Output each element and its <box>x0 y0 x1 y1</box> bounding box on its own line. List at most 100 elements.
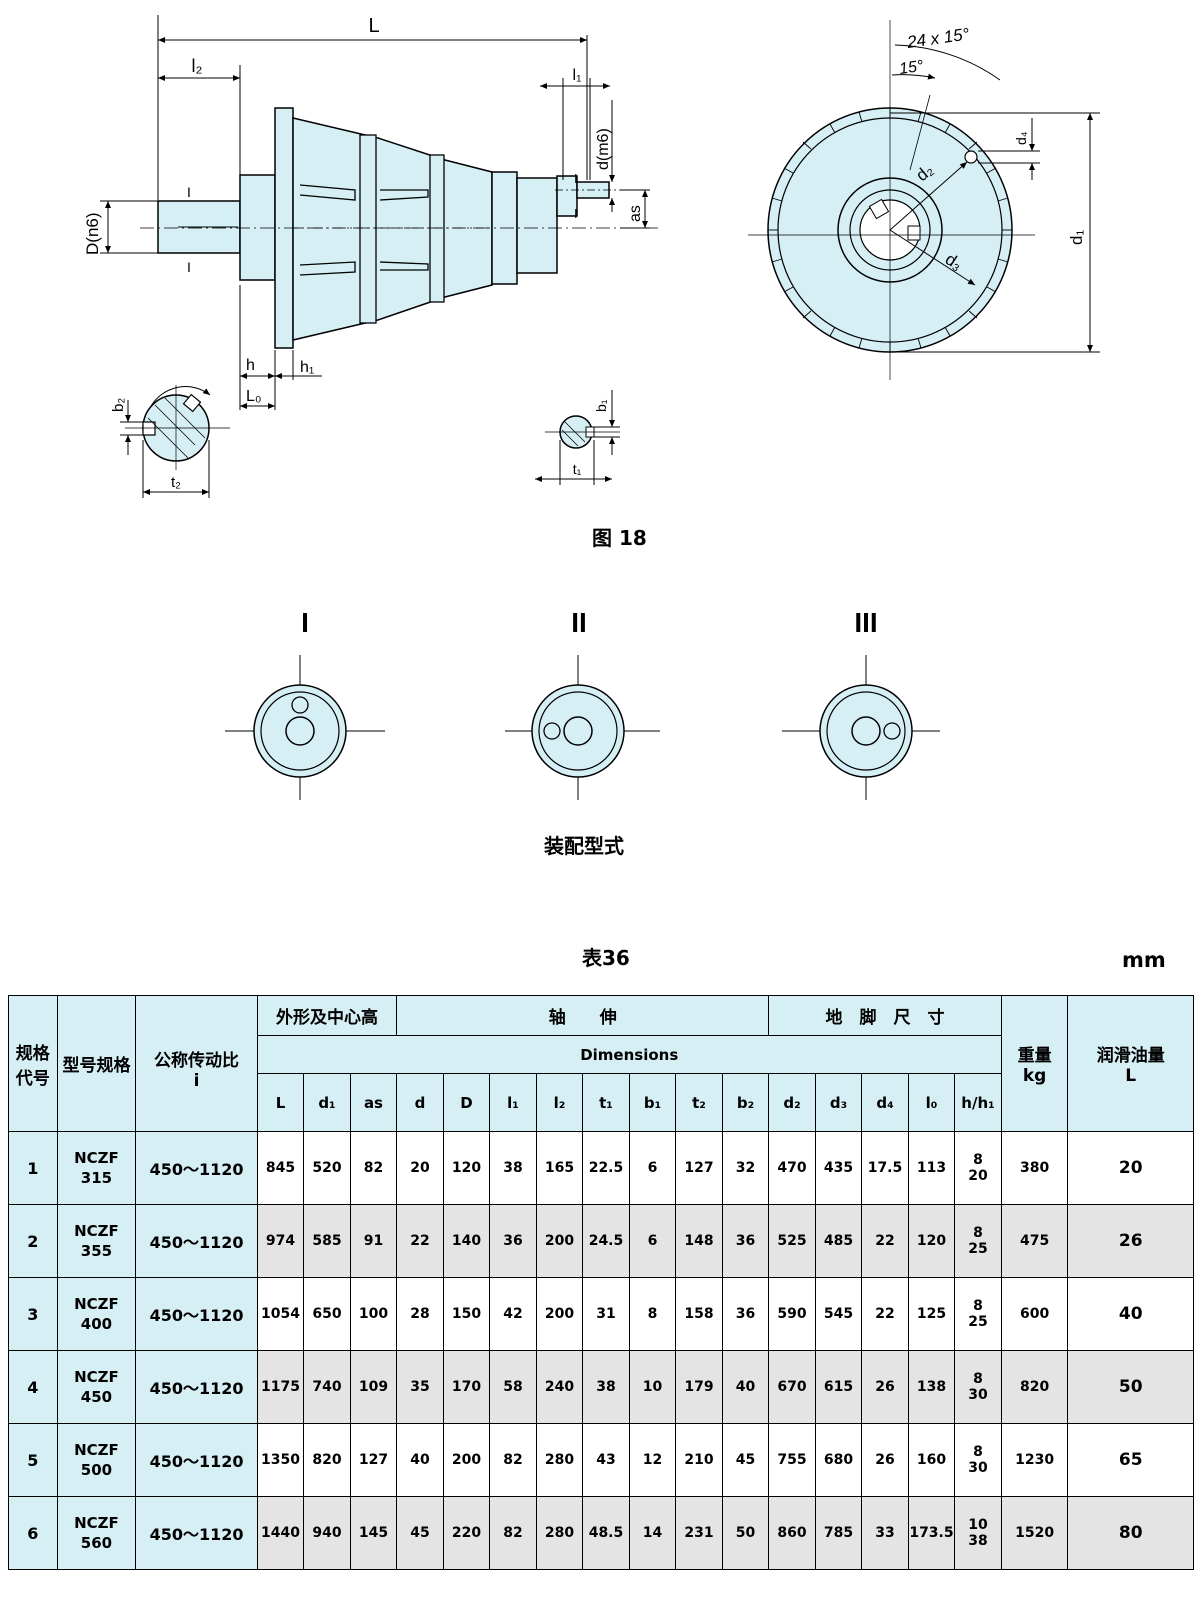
header-weight-unit: kg <box>1022 1066 1047 1086</box>
cell-dimension: 160 <box>907 1423 956 1497</box>
cell-h: 8 <box>973 1225 983 1241</box>
cell-dimension: 109 <box>349 1350 398 1424</box>
col-header: t₂ <box>675 1073 723 1132</box>
header-code: 规格代号 <box>8 995 58 1132</box>
header-oil: 润滑油量 L <box>1067 995 1194 1132</box>
section-mark-out-top: I <box>574 171 578 186</box>
cell-dimension: 145 <box>349 1496 398 1570</box>
cell-dimension: 82 <box>489 1423 537 1497</box>
model-size: 315 <box>80 1169 113 1187</box>
cell-dimension: 50 <box>721 1496 770 1570</box>
header-oil-unit: L <box>1125 1066 1137 1086</box>
model-size: 355 <box>80 1242 113 1260</box>
cell-dimension: 140 <box>442 1204 491 1278</box>
header-oil-label: 润滑油量 <box>1096 1046 1165 1066</box>
cell-dimension: 26 <box>861 1350 909 1424</box>
cell-dimension: 35 <box>396 1350 444 1424</box>
cell-dimension: 670 <box>768 1350 816 1424</box>
cell-dimension: 280 <box>535 1423 584 1497</box>
col-header: t₁ <box>582 1073 630 1132</box>
cell-h: 8 <box>973 1444 983 1460</box>
cell-dimension: 1350 <box>256 1423 305 1497</box>
cell-dimension: 10 <box>628 1350 677 1424</box>
assembly-forms: I II III <box>225 607 940 800</box>
spec-table: 规格代号 型号规格 公称传动比 i 外形及中心高 轴 伸 地 脚 尺 寸 重量 … <box>8 995 1194 1570</box>
model-series: NCZF <box>74 1222 119 1240</box>
cell-dimension: 138 <box>907 1350 956 1424</box>
cell-oil: 65 <box>1067 1423 1194 1497</box>
cell-dimension: 28 <box>396 1277 444 1351</box>
cell-dimension: 615 <box>814 1350 863 1424</box>
header-weight-label: 重量 <box>1017 1046 1052 1066</box>
assembly-caption: 装配型式 <box>544 834 624 858</box>
cell-code: 6 <box>8 1496 58 1570</box>
bolt-hole <box>964 150 978 164</box>
cell-ratio: 450～1120 <box>135 1350 258 1424</box>
table-title: 表36 <box>582 946 630 970</box>
dim-D-n6: D(n6) <box>83 212 102 255</box>
cell-dimension: 545 <box>814 1277 863 1351</box>
cell-dimension: 179 <box>675 1350 723 1424</box>
col-header: d₂ <box>768 1073 816 1132</box>
cell-ratio: 450～1120 <box>135 1423 258 1497</box>
cell-ratio: 450～1120 <box>135 1131 258 1205</box>
output-cover <box>516 177 558 274</box>
cell-dimension: 940 <box>303 1496 351 1570</box>
figure-18-drawing: L l₂ l₁ d(m6) as D(n6) I I I I h h₁ L₀ b… <box>83 15 1100 498</box>
cell-dimension: 200 <box>535 1204 584 1278</box>
dim-b1: b₁ <box>593 399 609 412</box>
dim-d1: d₁ <box>1067 230 1086 245</box>
cell-dimension: 435 <box>814 1131 863 1205</box>
cell-dimension: 158 <box>675 1277 723 1351</box>
cell-dimension: 650 <box>303 1277 351 1351</box>
housing-flange <box>239 174 276 281</box>
col-header: L <box>256 1073 305 1132</box>
cell-dimension: 127 <box>349 1423 398 1497</box>
header-model: 型号规格 <box>56 995 137 1132</box>
cell-h1: 30 <box>968 1460 988 1476</box>
header-ratio: 公称传动比 i <box>135 995 258 1132</box>
gear-housing-body <box>292 117 493 341</box>
cell-code: 3 <box>8 1277 58 1351</box>
cell-dimension: 8 <box>628 1277 677 1351</box>
cell-dimension: 1440 <box>256 1496 305 1570</box>
cell-h: 8 <box>973 1298 983 1314</box>
section-mark-bottom: I <box>187 259 191 275</box>
cell-dimension: 200 <box>535 1277 584 1351</box>
cell-h: 8 <box>973 1152 983 1168</box>
model-size: 560 <box>80 1534 113 1552</box>
cell-oil: 50 <box>1067 1350 1194 1424</box>
cell-dimension: 6 <box>628 1131 677 1205</box>
cell-dimension: 585 <box>303 1204 351 1278</box>
cell-oil: 40 <box>1067 1277 1194 1351</box>
cell-weight: 600 <box>1000 1277 1069 1351</box>
cell-h1: 25 <box>968 1241 988 1257</box>
cell-dimension: 36 <box>721 1204 770 1278</box>
cell-dimension: 40 <box>721 1350 770 1424</box>
cell-dimension: 1175 <box>256 1350 305 1424</box>
section-mark-top: I <box>187 184 191 200</box>
cell-dimension: 148 <box>675 1204 723 1278</box>
model-series: NCZF <box>74 1149 119 1167</box>
cell-dimension: 38 <box>582 1350 630 1424</box>
assembly-form-1 <box>225 655 385 800</box>
cell-dimension: 48.5 <box>582 1496 630 1570</box>
cell-dimension: 590 <box>768 1277 816 1351</box>
cell-dimension: 22 <box>861 1277 909 1351</box>
cell-dimension: 38 <box>489 1131 537 1205</box>
cell-dimension: 22 <box>396 1204 444 1278</box>
cell-dimension: 22 <box>861 1204 909 1278</box>
cell-dimension: 210 <box>675 1423 723 1497</box>
cell-dimension: 974 <box>256 1204 305 1278</box>
cell-oil: 80 <box>1067 1496 1194 1570</box>
col-header: D <box>442 1073 491 1132</box>
cell-dimension: 170 <box>442 1350 491 1424</box>
model-size: 500 <box>80 1461 113 1479</box>
dim-t2: t₂ <box>171 474 181 491</box>
cell-dimension: 150 <box>442 1277 491 1351</box>
